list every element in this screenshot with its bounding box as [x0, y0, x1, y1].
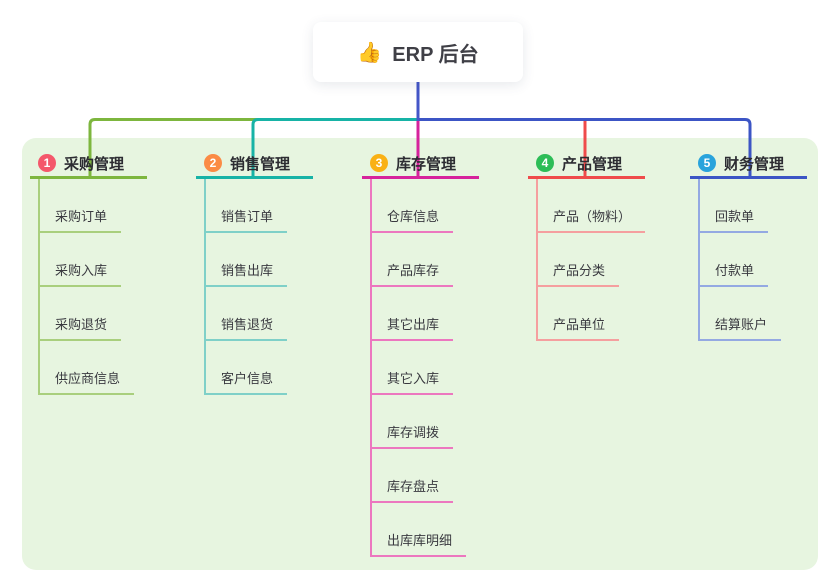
child-node[interactable]: 产品单位: [536, 287, 620, 341]
branch-column-1: 1 采购管理 采购订单 采购入库 采购退货 供应商信息: [30, 150, 180, 395]
thumbs-up-icon: 👍: [357, 41, 383, 64]
branch-4-label: 产品管理: [562, 155, 623, 173]
branch-3-children: 仓库信息 产品库存 其它出库 其它入库 库存调拨 库存盘点 出库库明细: [370, 179, 512, 557]
child-node[interactable]: 销售出库: [204, 233, 288, 287]
child-node[interactable]: 出库库明细: [370, 503, 467, 557]
child-node[interactable]: 回款单: [698, 179, 769, 233]
branch-5-number-badge: 5: [698, 154, 716, 172]
branch-node-3[interactable]: 3 库存管理: [362, 150, 479, 179]
child-node[interactable]: 产品库存: [370, 233, 454, 287]
branch-5-children: 回款单 付款单 结算账户: [698, 179, 839, 341]
child-node[interactable]: 供应商信息: [38, 341, 135, 395]
branch-2-number-badge: 2: [204, 154, 222, 172]
branch-2-children-line: [204, 179, 206, 395]
child-node[interactable]: 其它出库: [370, 287, 454, 341]
child-node[interactable]: 产品分类: [536, 233, 620, 287]
child-node[interactable]: 付款单: [698, 233, 769, 287]
root-node-erp[interactable]: 👍 ERP 后台: [313, 22, 523, 82]
branch-3-number-badge: 3: [370, 154, 388, 172]
child-node[interactable]: 采购退货: [38, 287, 122, 341]
branches-background-panel: [22, 138, 818, 570]
child-node[interactable]: 仓库信息: [370, 179, 454, 233]
branch-column-2: 2 销售管理 销售订单 销售出库 销售退货 客户信息: [196, 150, 346, 395]
child-node[interactable]: 销售退货: [204, 287, 288, 341]
branch-node-1[interactable]: 1 采购管理: [30, 150, 147, 179]
branch-2-label: 销售管理: [230, 155, 291, 173]
branch-node-5[interactable]: 5 财务管理: [690, 150, 807, 179]
branch-node-4[interactable]: 4 产品管理: [528, 150, 645, 179]
branch-1-label: 采购管理: [64, 155, 125, 173]
branch-1-children: 采购订单 采购入库 采购退货 供应商信息: [38, 179, 180, 395]
branch-column-5: 5 财务管理 回款单 付款单 结算账户: [690, 150, 839, 341]
child-node[interactable]: 产品（物料）: [536, 179, 646, 233]
branch-node-2[interactable]: 2 销售管理: [196, 150, 313, 179]
branch-5-label: 财务管理: [724, 155, 785, 173]
branch-4-children: 产品（物料） 产品分类 产品单位: [536, 179, 678, 341]
branch-1-children-line: [38, 179, 40, 395]
branch-5-children-line: [698, 179, 700, 341]
branch-2-children: 销售订单 销售出库 销售退货 客户信息: [204, 179, 346, 395]
child-node[interactable]: 结算账户: [698, 287, 782, 341]
branch-4-children-line: [536, 179, 538, 341]
child-node[interactable]: 销售订单: [204, 179, 288, 233]
child-node[interactable]: 库存调拨: [370, 395, 454, 449]
child-node[interactable]: 采购入库: [38, 233, 122, 287]
root-node-label: ERP 后台: [392, 43, 479, 66]
branch-column-4: 4 产品管理 产品（物料） 产品分类 产品单位: [528, 150, 678, 341]
child-node[interactable]: 其它入库: [370, 341, 454, 395]
child-node[interactable]: 库存盘点: [370, 449, 454, 503]
branch-3-label: 库存管理: [396, 155, 457, 173]
branch-3-children-line: [370, 179, 372, 557]
branch-column-3: 3 库存管理 仓库信息 产品库存 其它出库 其它入库 库存调拨 库存盘点 出库库…: [362, 150, 512, 557]
branch-1-number-badge: 1: [38, 154, 56, 172]
child-node[interactable]: 采购订单: [38, 179, 122, 233]
child-node[interactable]: 客户信息: [204, 341, 288, 395]
branch-4-number-badge: 4: [536, 154, 554, 172]
